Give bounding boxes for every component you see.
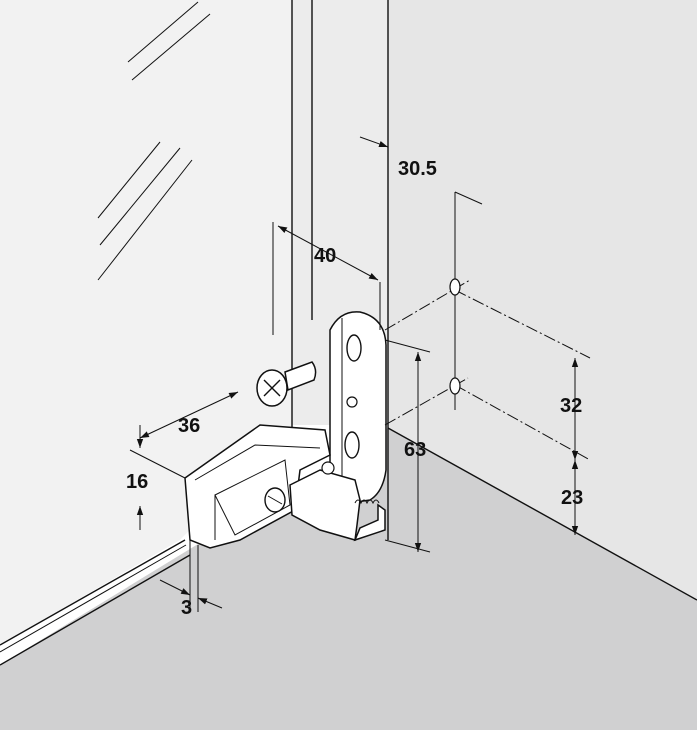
drill-hole-lower: [449, 377, 461, 395]
dim-63: 63: [404, 439, 426, 461]
mounting-slot-lower: [344, 431, 360, 459]
dim-16: 16: [126, 471, 148, 493]
center-lines: [384, 192, 591, 461]
dim-23: 23: [561, 487, 583, 509]
dimension-labels: 30.5 40 36 16 32 63 23 3: [126, 158, 583, 619]
spring: [354, 499, 380, 505]
dim-32: 32: [560, 395, 582, 417]
cabinet-side-wall: [388, 0, 697, 600]
mounting-slot-upper: [346, 334, 362, 362]
dim-36: 36: [178, 415, 200, 437]
mounting-plate: [329, 311, 387, 506]
dim-40: 40: [314, 245, 336, 267]
dim-30-5: 30.5: [398, 158, 437, 180]
dim-3: 3: [181, 597, 192, 619]
dimension-lines: [129, 136, 579, 612]
screw: [256, 361, 317, 407]
outlines: [0, 0, 697, 666]
glass-clamp: [184, 424, 386, 549]
drill-hole-upper: [449, 278, 461, 296]
mounting-hole-middle: [346, 396, 358, 408]
small-screw-top: [321, 461, 335, 475]
